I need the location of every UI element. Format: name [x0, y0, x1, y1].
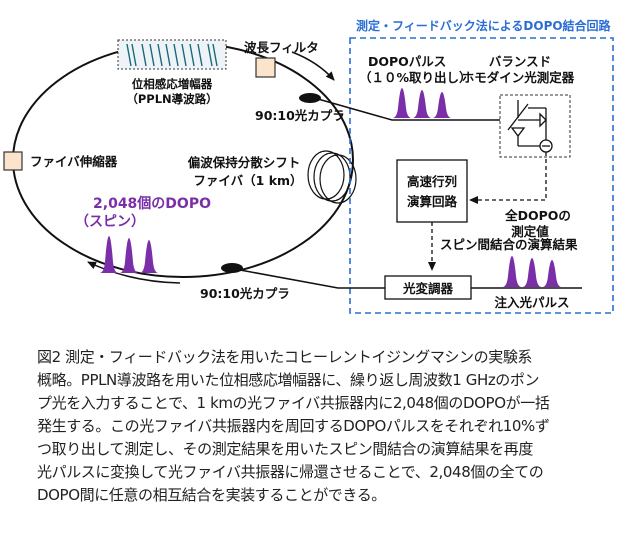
figure-caption: 図2 測定・フィードバック法を用いたコヒーレントイジングマシンの実験系 概略。P…	[37, 346, 617, 507]
spin-result-label: スピン間結合の演算結果	[440, 237, 578, 252]
extracted-dopo-pulses	[393, 88, 451, 118]
ring-pulse	[120, 238, 138, 273]
dopo-count-label-line1: 2,048個のDOPO	[93, 195, 211, 212]
detector-label-line2: ホモダイン光測定器	[462, 70, 575, 85]
coupler-bottom	[221, 263, 243, 273]
tap-fiber	[317, 98, 505, 121]
psa-label-line2: （PPLN導波路）	[126, 92, 217, 106]
injection-pulse	[503, 256, 521, 287]
fiber-coil	[307, 150, 357, 204]
caption-line: 図2 測定・フィードバック法を用いたコヒーレントイジングマシンの実験系	[37, 348, 533, 366]
detector-label-line1: バランスド	[489, 54, 551, 69]
dopo-count-label-line2: （スピン）	[75, 214, 145, 230]
phase-sensitive-amplifier	[117, 39, 227, 70]
injection-label: 注入光パルス	[494, 295, 569, 310]
caption-line: 発生する。この光ファイバ共振器内を周回するDOPOパルスをそれぞれ10%ず	[37, 417, 550, 435]
ring-dopo-pulses	[100, 236, 158, 273]
measurement-feedback-box	[349, 37, 614, 314]
coupler-top	[299, 93, 321, 103]
ring-pulse	[100, 236, 118, 273]
ring-direction-arrow-bottom	[87, 261, 181, 284]
extracted-pulse	[413, 90, 431, 118]
wavelength-filter-label: 波長フィルタ	[244, 40, 319, 55]
fiber-label-line1: 偏波保持分散シフト	[188, 155, 301, 170]
extracted-pulse	[433, 92, 451, 118]
homodyne-detector-internals	[507, 100, 553, 153]
caption-line: 光パルスに変換して光ファイバ共振器に帰還させることで、2,048個の全ての	[37, 463, 544, 481]
modulator-label: 光変調器	[402, 281, 454, 296]
caption-line: プ光を入力することで、1 kmの光ファイバ共振器内に2,048個のDOPOが一括	[37, 394, 550, 412]
fpga-label-line1: 高速行列	[407, 174, 457, 189]
extracted-pulse	[393, 88, 411, 118]
dopo-pulse-label-line2: （１０%取り出し）	[359, 70, 472, 85]
wavelength-filter	[255, 57, 276, 78]
measured-label-line2: 測定値	[511, 224, 549, 239]
fpga-label-line2: 演算回路	[407, 194, 458, 209]
dopo-pulse-label-line1: DOPOパルス	[368, 54, 446, 69]
detector-to-fpga-arrow	[469, 152, 547, 204]
caption-line: DOPO間に任意の相互結合を実装することができる。	[37, 486, 386, 504]
ising-machine-diagram: 位相感応増幅器 （PPLN導波路） 波長フィルタ 90:10光カプラ ファイバ伸…	[3, 18, 614, 314]
injection-pulses	[503, 256, 561, 287]
injection-pulse	[523, 258, 541, 287]
fiber-label-line2: ファイバ（1 km）	[193, 173, 302, 188]
injection-fiber-out	[239, 269, 385, 289]
ring-direction-arrow-top	[291, 51, 335, 81]
measurement-title: 測定・フィードバック法によるDOPO結合回路	[356, 18, 612, 33]
ring-pulse	[140, 240, 158, 273]
coupler-top-label: 90:10光カプラ	[255, 108, 345, 123]
psa-label-line1: 位相感応増幅器	[132, 77, 213, 91]
injection-pulse	[543, 260, 561, 287]
fiber-stretcher	[3, 151, 23, 171]
fiber-stretcher-label: ファイバ伸縮器	[30, 154, 118, 169]
measured-label-line1: 全DOPOの	[504, 208, 571, 223]
matrix-computation-box	[396, 159, 468, 223]
coupler-bottom-label: 90:10光カプラ	[200, 286, 290, 301]
caption-line: つ取り出して測定し、その測定結果を用いたスピン間結合の演算結果を再度	[37, 440, 533, 458]
caption-line: 概略。PPLN導波路を用いた位相感応増幅器に、繰り返し周波数1 GHzのポン	[37, 371, 540, 389]
